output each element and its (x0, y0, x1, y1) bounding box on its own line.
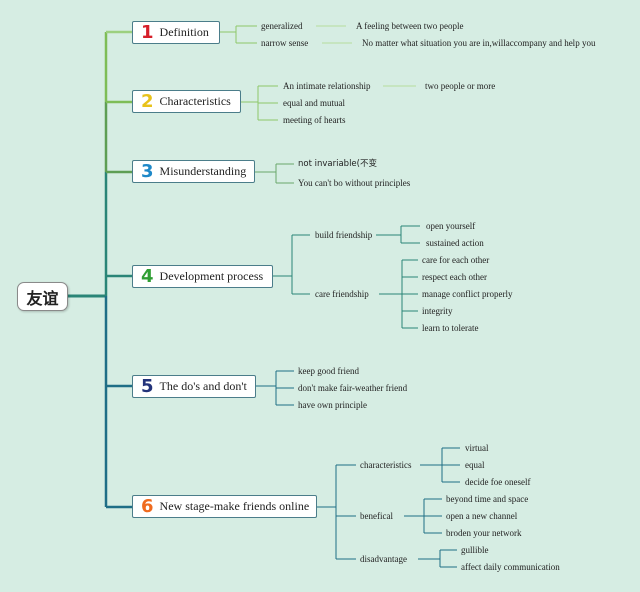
subtopic-integrity[interactable]: integrity (422, 306, 453, 316)
branch-title: New stage-make friends online (159, 499, 310, 513)
topic-online-characteristics[interactable]: characteristics (360, 460, 412, 470)
topic-not-invariable[interactable]: not invariable(不变 (298, 159, 377, 169)
branch-misunderstanding[interactable]: 3 Misunderstanding (132, 160, 255, 183)
subtopic-feeling-between[interactable]: A feeling between two people (356, 21, 464, 31)
subtopic-care-each-other[interactable]: care for each other (422, 255, 490, 265)
branch-number: 4 (141, 265, 154, 287)
branch-number: 5 (141, 375, 154, 397)
branch-title: Characteristics (159, 94, 231, 108)
root-label: 友谊 (26, 288, 59, 308)
topic-meeting-of-hearts[interactable]: meeting of hearts (283, 115, 346, 125)
topic-fair-weather[interactable]: don't make fair-weather friend (298, 383, 408, 393)
subtopic-respect-each-other[interactable]: respect each other (422, 272, 487, 282)
topic-disadvantage[interactable]: disadvantage (360, 554, 407, 564)
branch-title: Definition (159, 25, 209, 39)
topic-generalized[interactable]: generalized (261, 21, 303, 31)
subtopic-tolerate[interactable]: learn to tolerate (422, 323, 479, 333)
subtopic-new-channel[interactable]: open a new channel (446, 511, 518, 521)
root-node[interactable]: 友谊 (17, 282, 68, 311)
branch-dos-and-donts[interactable]: 5 The do's and don't (132, 375, 256, 398)
subtopic-accompany-help[interactable]: No matter what situation you are in,will… (362, 38, 596, 48)
subtopic-equal[interactable]: equal (465, 460, 485, 470)
topic-intimate-relationship[interactable]: An intimate relationship (283, 81, 371, 91)
branch-number: 2 (141, 90, 154, 112)
subtopic-decide-oneself[interactable]: decide foe oneself (465, 477, 531, 487)
subtopic-daily-communication[interactable]: affect daily communication (461, 562, 560, 572)
branch-title: Development process (159, 269, 264, 283)
branch-number: 6 (141, 495, 154, 517)
branch-title: Misunderstanding (159, 164, 247, 178)
branch-number: 3 (141, 160, 154, 182)
topic-build-friendship[interactable]: build friendship (315, 230, 373, 240)
subtopic-open-yourself[interactable]: open yourself (426, 221, 476, 231)
subtopic-gullible[interactable]: gullible (461, 545, 489, 555)
topic-equal-mutual[interactable]: equal and mutual (283, 98, 345, 108)
topic-own-principle[interactable]: have own principle (298, 400, 367, 410)
subtopic-virtual[interactable]: virtual (465, 443, 489, 453)
topic-care-friendship[interactable]: care friendship (315, 289, 369, 299)
branch-number: 1 (141, 21, 154, 43)
topic-benefical[interactable]: benefical (360, 511, 393, 521)
branch-characteristics[interactable]: 2 Characteristics (132, 90, 241, 113)
branch-definition[interactable]: 1 Definition (132, 21, 220, 44)
topic-principles[interactable]: You can't bo without principles (298, 178, 411, 188)
subtopic-two-people[interactable]: two people or more (425, 81, 496, 91)
branch-title: The do's and don't (159, 379, 247, 393)
branch-development-process[interactable]: 4 Development process (132, 265, 273, 288)
subtopic-broden-network[interactable]: broden your network (446, 528, 522, 538)
topic-narrow-sense[interactable]: narrow sense (261, 38, 309, 48)
branch-new-stage-online[interactable]: 6 New stage-make friends online (132, 495, 317, 518)
subtopic-manage-conflict[interactable]: manage conflict properly (422, 289, 513, 299)
topic-keep-good-friend[interactable]: keep good friend (298, 366, 359, 376)
subtopic-sustained-action[interactable]: sustained action (426, 238, 484, 248)
subtopic-beyond-time-space[interactable]: beyond time and space (446, 494, 529, 504)
